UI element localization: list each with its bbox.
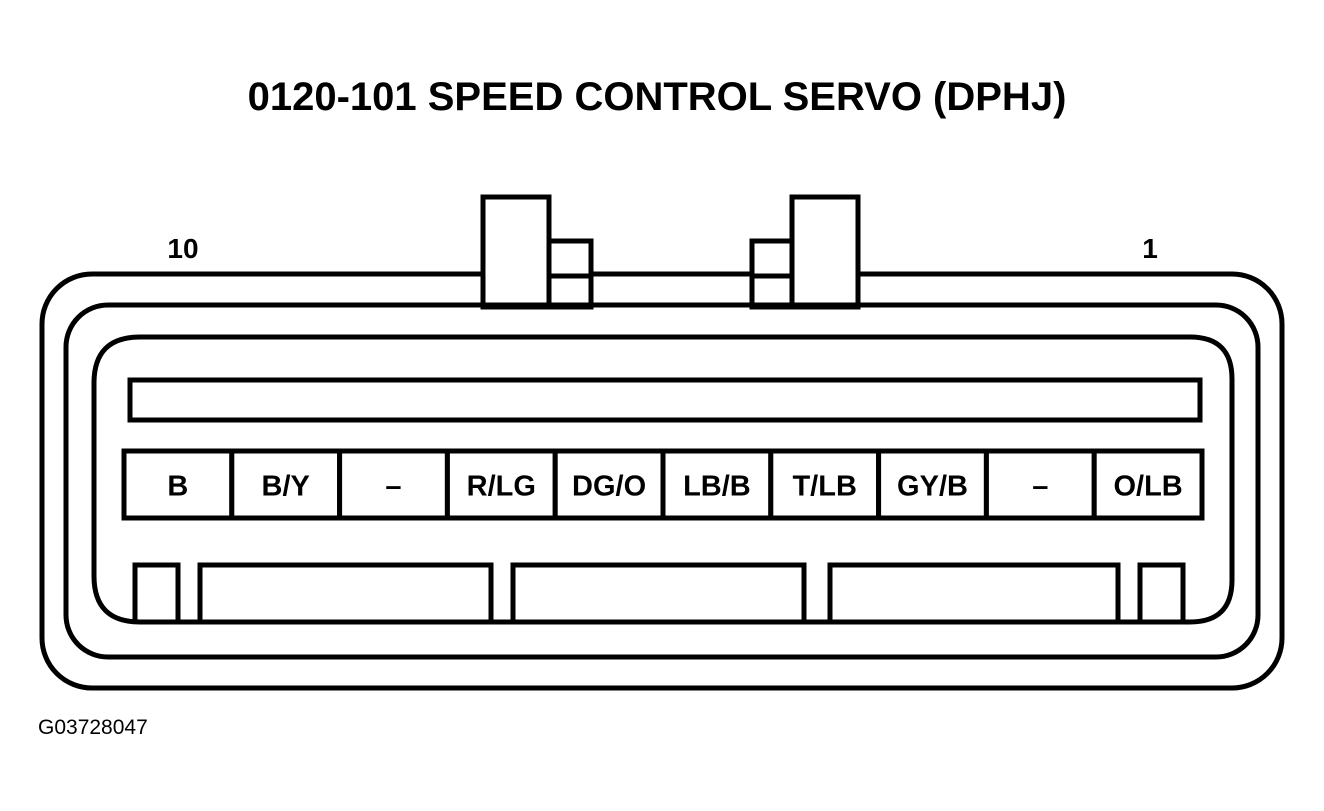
pin-cavity-box — [660, 448, 774, 521]
pin-cavity: – — [983, 448, 1097, 521]
connector-inner-body — [91, 334, 1235, 625]
pin-cavity-box — [552, 448, 666, 521]
pin-cavity: – — [337, 448, 450, 521]
pin-cavity: LB/B — [660, 448, 774, 521]
connector-upper-slot — [127, 377, 1203, 423]
diagram-title: 0120-101 SPEED CONTROL SERVO (DPHJ) — [248, 75, 1067, 119]
pin-cavity-box — [876, 448, 989, 521]
pin-wire-color-label: O/LB — [1113, 471, 1182, 503]
pin-wire-color-label: GY/B — [897, 471, 968, 503]
connector-bottom-keys — [132, 562, 1186, 622]
pin-label-right: 1 — [1142, 233, 1158, 264]
figure-id: G03728047 — [38, 716, 148, 739]
pin-cavity: GY/B — [876, 448, 989, 521]
pin-cavity: DG/O — [552, 448, 666, 521]
pin-wire-color-label: B/Y — [262, 471, 310, 503]
latch-tab-left — [480, 194, 594, 310]
pin-cavity: B/Y — [229, 448, 343, 521]
pin-wire-color-label: – — [385, 471, 401, 503]
pin-cavity-box — [337, 448, 450, 521]
pin-cavity: T/LB — [768, 448, 882, 521]
pin-label-left: 10 — [167, 233, 198, 264]
connector-middle-shell — [63, 302, 1261, 660]
pin-cavity: R/LG — [444, 448, 558, 521]
pin-wire-color-label: – — [1032, 471, 1048, 503]
pin-cavity: B — [121, 448, 235, 521]
pin-wire-color-label: LB/B — [683, 471, 751, 503]
pin-wire-color-label: T/LB — [792, 471, 856, 503]
pin-wire-color-label: R/LG — [467, 471, 536, 503]
pin-cavity-box — [121, 448, 235, 521]
pin-cavity-box — [1091, 448, 1205, 521]
pin-wire-color-label: DG/O — [572, 471, 646, 503]
pin-cavity: O/LB — [1091, 448, 1205, 521]
pin-cavity-box — [444, 448, 558, 521]
latch-tab-right — [749, 194, 861, 310]
pin-cavity-row: B B/Y – R/LG DG/O LB/B T/LB GY/B – O/LB — [121, 448, 1205, 521]
pin-wire-color-label: B — [167, 471, 188, 503]
